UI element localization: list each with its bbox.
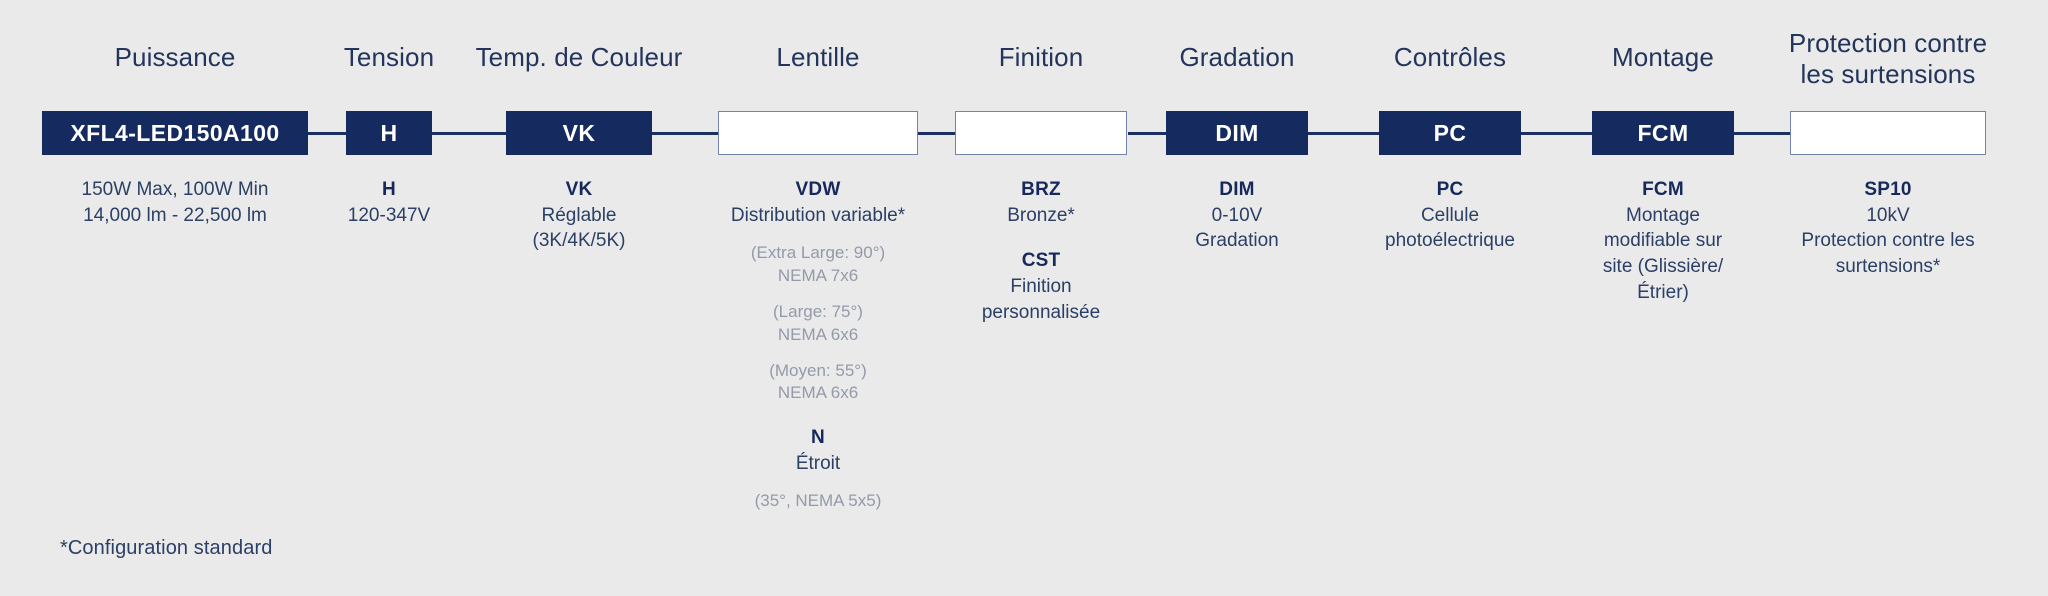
option-group: BRZ Bronze* — [896, 177, 1186, 228]
connector-line-7 — [1521, 132, 1592, 135]
option-description: 10kV Protection contre les surtensions* — [1801, 204, 1975, 277]
option-code: SP10 — [1864, 179, 1912, 200]
option-sub-detail: (35°, NEMA 5x5) — [754, 491, 882, 511]
option-group: H 120-347V — [289, 177, 489, 228]
column-description: SP10 10kV Protection contre les surtensio… — [1728, 177, 2048, 280]
option-sub-detail: (Large: 75°) NEMA 6x6 — [773, 302, 863, 344]
option-group: FCM Montage modifiable sur site (Glissièr… — [1538, 177, 1788, 305]
option-code: FCM — [1642, 179, 1684, 200]
column-description: 150W Max, 100W Min 14,000 lm - 22,500 lm — [15, 177, 335, 228]
option-description: 120-347V — [347, 204, 431, 226]
config-box-9[interactable] — [1790, 111, 1986, 155]
column-description: DIM 0-10V Gradation — [1112, 177, 1362, 254]
column-title: Temp. de Couleur — [475, 42, 683, 72]
option-description: 0-10V Gradation — [1195, 204, 1279, 252]
option-group: 150W Max, 100W Min 14,000 lm - 22,500 lm — [15, 177, 335, 228]
option-group: DIM 0-10V Gradation — [1112, 177, 1362, 254]
option-group: SP10 10kV Protection contre les surtensio… — [1728, 177, 2048, 280]
column-description: FCM Montage modifiable sur site (Glissièr… — [1538, 177, 1788, 305]
config-box-4[interactable] — [718, 111, 918, 155]
config-box-3[interactable]: VK — [506, 111, 652, 155]
option-description: 150W Max, 100W Min 14,000 lm - 22,500 lm — [81, 179, 269, 226]
config-box-5[interactable] — [955, 111, 1127, 155]
connector-line-5 — [1128, 132, 1166, 135]
column-description: PC Cellule photoélectrique — [1315, 177, 1585, 254]
option-group: N Étroit (35°, NEMA 5x5) — [668, 425, 968, 513]
option-code: H — [382, 179, 396, 200]
column-title: Gradation — [1179, 42, 1295, 72]
option-sub-detail: (Extra Large: 90°) NEMA 7x6 — [750, 243, 886, 285]
config-box-1[interactable]: XFL4-LED150A100 — [42, 111, 308, 155]
option-description: Bronze* — [1007, 204, 1075, 226]
config-box-6[interactable]: DIM — [1166, 111, 1308, 155]
option-sub-detail: (Moyen: 55°) NEMA 6x6 — [769, 361, 867, 403]
option-code: VDW — [795, 179, 841, 200]
option-description: Réglable (3K/4K/5K) — [532, 204, 626, 252]
column-title: Tension — [343, 42, 435, 72]
connector-line-8 — [1734, 132, 1790, 135]
option-description: Cellule photoélectrique — [1385, 204, 1515, 252]
connector-line-6 — [1308, 132, 1379, 135]
connector-line-3 — [652, 132, 718, 135]
config-box-7[interactable]: PC — [1379, 111, 1521, 155]
connector-line-1 — [304, 132, 346, 135]
option-description: Distribution variable* — [730, 204, 906, 226]
connector-line-4 — [918, 132, 956, 135]
column-description: BRZ Bronze* CST Finition personnalisée — [896, 177, 1186, 325]
option-code: BRZ — [1021, 179, 1061, 200]
column-title: Protection contre les surtensions — [1788, 28, 1988, 89]
footnote: *Configuration standard — [60, 537, 273, 559]
column-title: Montage — [1612, 42, 1714, 72]
column-title: Lentille — [776, 42, 860, 72]
option-code: CST — [1021, 250, 1061, 272]
option-code: N — [811, 426, 825, 448]
option-group: PC Cellule photoélectrique — [1315, 177, 1585, 254]
column-title: Puissance — [114, 42, 236, 72]
column-description: VDW Distribution variable* (Extra Large: 9… — [668, 177, 968, 513]
option-code: DIM — [1219, 179, 1255, 200]
config-box-8[interactable]: FCM — [1592, 111, 1734, 155]
option-description: Finition personnalisée — [981, 275, 1101, 323]
column-title: Contrôles — [1393, 42, 1507, 72]
column-title: Finition — [998, 42, 1084, 72]
option-code: VK — [565, 179, 593, 200]
option-description: Étroit — [795, 452, 841, 474]
option-group: VK Réglable (3K/4K/5K) — [449, 177, 709, 254]
option-description: Montage modifiable sur site (Glissière/ … — [1602, 204, 1724, 303]
connector-line-2 — [432, 132, 506, 135]
option-group: CST Finition personnalisée — [896, 248, 1186, 325]
column-description: VK Réglable (3K/4K/5K) — [449, 177, 709, 254]
column-description: H 120-347V — [289, 177, 489, 228]
option-group: VDW Distribution variable* (Extra Large: 9… — [668, 177, 968, 405]
config-box-2[interactable]: H — [346, 111, 432, 155]
option-code: PC — [1436, 179, 1464, 200]
